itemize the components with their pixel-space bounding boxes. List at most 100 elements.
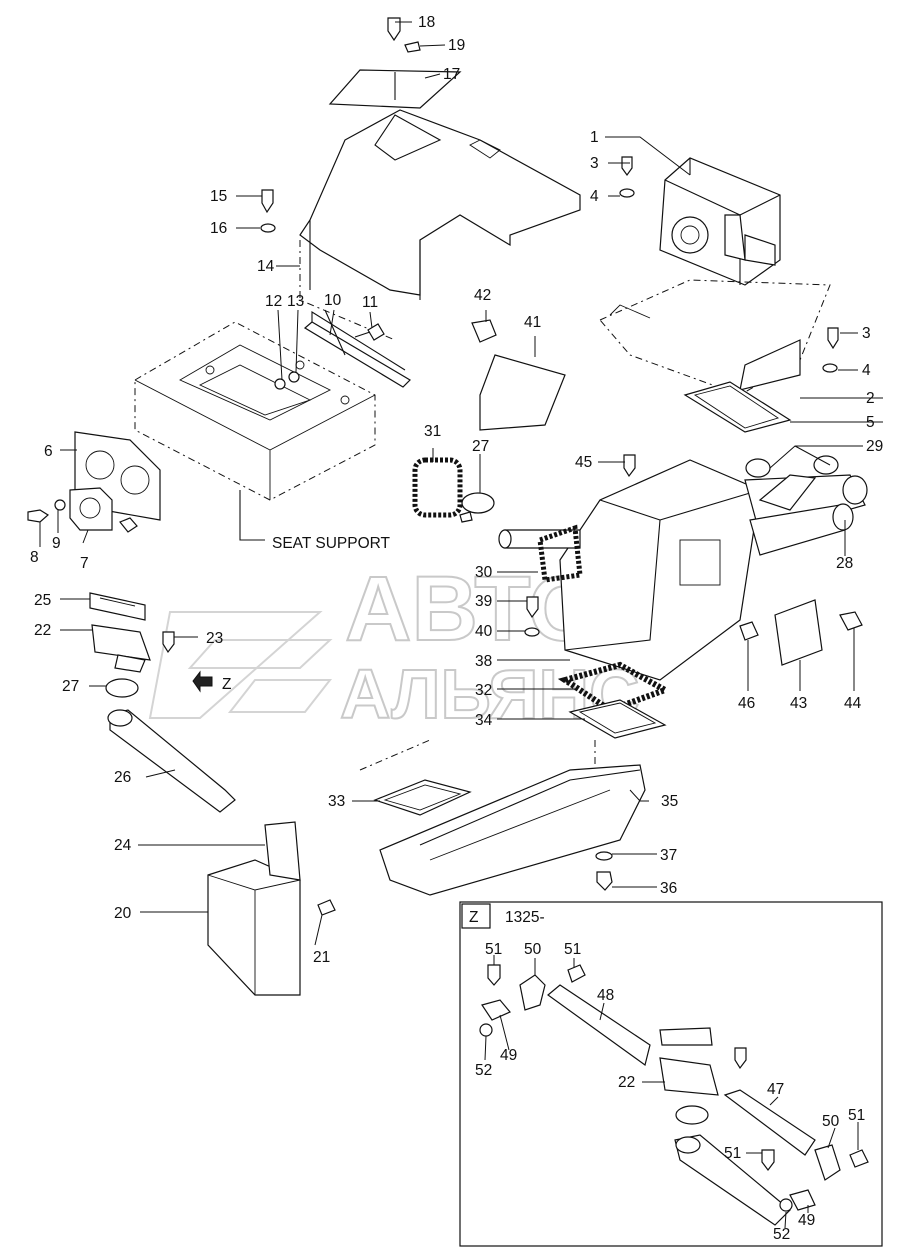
hose-26: [107, 709, 236, 813]
duct-35: [359, 739, 646, 896]
label-24: 24: [114, 837, 132, 854]
label-22b: 22: [618, 1074, 635, 1091]
label-3b: 3: [862, 325, 871, 342]
label-45: 45: [575, 454, 592, 471]
label-6: 6: [44, 443, 53, 460]
cover-14: [299, 109, 581, 296]
clamp-27-left: [105, 678, 139, 698]
label-29: 29: [866, 438, 883, 455]
hose-48: [547, 984, 651, 1067]
bracket-49b: [789, 1189, 816, 1211]
label-49b: 49: [798, 1212, 815, 1229]
leader-lines: [39, 21, 883, 946]
detail-view-letter: Z: [469, 909, 478, 926]
label-34: 34: [475, 712, 493, 729]
label-3a: 3: [590, 155, 599, 172]
gasket-32: [557, 661, 673, 714]
detail-view-z: [459, 901, 883, 1247]
label-33: 33: [328, 793, 345, 810]
label-4b: 4: [862, 362, 871, 379]
clip-50b: [814, 1144, 841, 1181]
view-z-label: Z: [222, 676, 231, 693]
watermark-logo: [148, 611, 333, 719]
label-16: 16: [210, 220, 227, 237]
label-23: 23: [206, 630, 223, 647]
label-42: 42: [474, 287, 491, 304]
gasket-31: [412, 457, 463, 518]
fasteners-right: [619, 156, 839, 373]
clamp-27-top: [459, 492, 495, 523]
label-50a: 50: [524, 941, 542, 958]
label-11: 11: [362, 294, 378, 311]
label-8: 8: [30, 549, 39, 566]
seat-support-box: [134, 321, 376, 541]
label-36: 36: [660, 880, 677, 897]
flange-6: [27, 431, 161, 533]
label-47: 47: [767, 1081, 784, 1098]
washer-9: [54, 499, 66, 511]
callout-labels: 18 19 17 1 3 4 15 16 14 12 13 10 11 42 4…: [30, 14, 883, 1243]
pipe-detail: [674, 1134, 791, 1226]
label-39: 39: [475, 593, 492, 610]
label-15: 15: [210, 188, 227, 205]
adapter-22: [91, 624, 151, 673]
knob-42: [471, 319, 497, 343]
label-26: 26: [114, 769, 131, 786]
label-25: 25: [34, 592, 51, 609]
gasket-33: [373, 779, 472, 816]
label-51d: 51: [724, 1145, 741, 1162]
label-49a: 49: [500, 1047, 517, 1064]
fasteners-lower: [595, 851, 613, 891]
label-48: 48: [597, 987, 614, 1004]
heater-unit-38: [498, 459, 868, 681]
fasteners-center: [524, 454, 636, 637]
label-12: 12: [265, 293, 282, 310]
plate-24: [264, 821, 301, 881]
label-35: 35: [661, 793, 678, 810]
bracket-10: [274, 309, 411, 390]
view-z-arrow: [192, 670, 213, 693]
label-31: 31: [424, 423, 441, 440]
label-21: 21: [313, 949, 330, 966]
label-14: 14: [257, 258, 275, 275]
hose-47: [723, 1089, 816, 1156]
label-51b: 51: [564, 941, 581, 958]
vent-25: [89, 592, 146, 621]
base-2: [599, 279, 831, 396]
label-43: 43: [790, 695, 807, 712]
filter-5: [683, 381, 792, 433]
label-4a: 4: [590, 188, 599, 205]
label-51a: 51: [485, 941, 502, 958]
detail-view-serial: 1325-: [505, 909, 545, 926]
screw-44: [839, 611, 863, 631]
label-20: 20: [114, 905, 132, 922]
panel-43: [739, 599, 863, 666]
watermark-line1: АВТО: [345, 558, 600, 660]
bracket-49a: [481, 999, 511, 1021]
label-52b: 52: [773, 1226, 790, 1243]
clip-50a: [519, 974, 546, 1011]
label-27b: 27: [62, 678, 79, 695]
label-10: 10: [324, 292, 342, 309]
fastener-23: [162, 631, 175, 654]
label-32: 32: [475, 682, 492, 699]
label-5: 5: [866, 414, 875, 431]
clamps-29: [745, 455, 839, 478]
adapter-22-detail: [659, 1057, 719, 1096]
label-18: 18: [418, 14, 435, 31]
label-30: 30: [475, 564, 493, 581]
fasteners-top: [260, 17, 421, 233]
bracket-20: [207, 821, 336, 996]
label-40: 40: [475, 623, 493, 640]
label-28: 28: [836, 555, 853, 572]
seat-support-label: SEAT SUPPORT: [272, 535, 391, 552]
label-7: 7: [80, 555, 89, 572]
label-50b: 50: [822, 1113, 840, 1130]
bolt-21: [317, 899, 336, 916]
label-44: 44: [844, 695, 862, 712]
label-52a: 52: [475, 1062, 492, 1079]
label-27a: 27: [472, 438, 489, 455]
top-cover-assembly: [299, 69, 581, 341]
label-1: 1: [590, 129, 599, 146]
